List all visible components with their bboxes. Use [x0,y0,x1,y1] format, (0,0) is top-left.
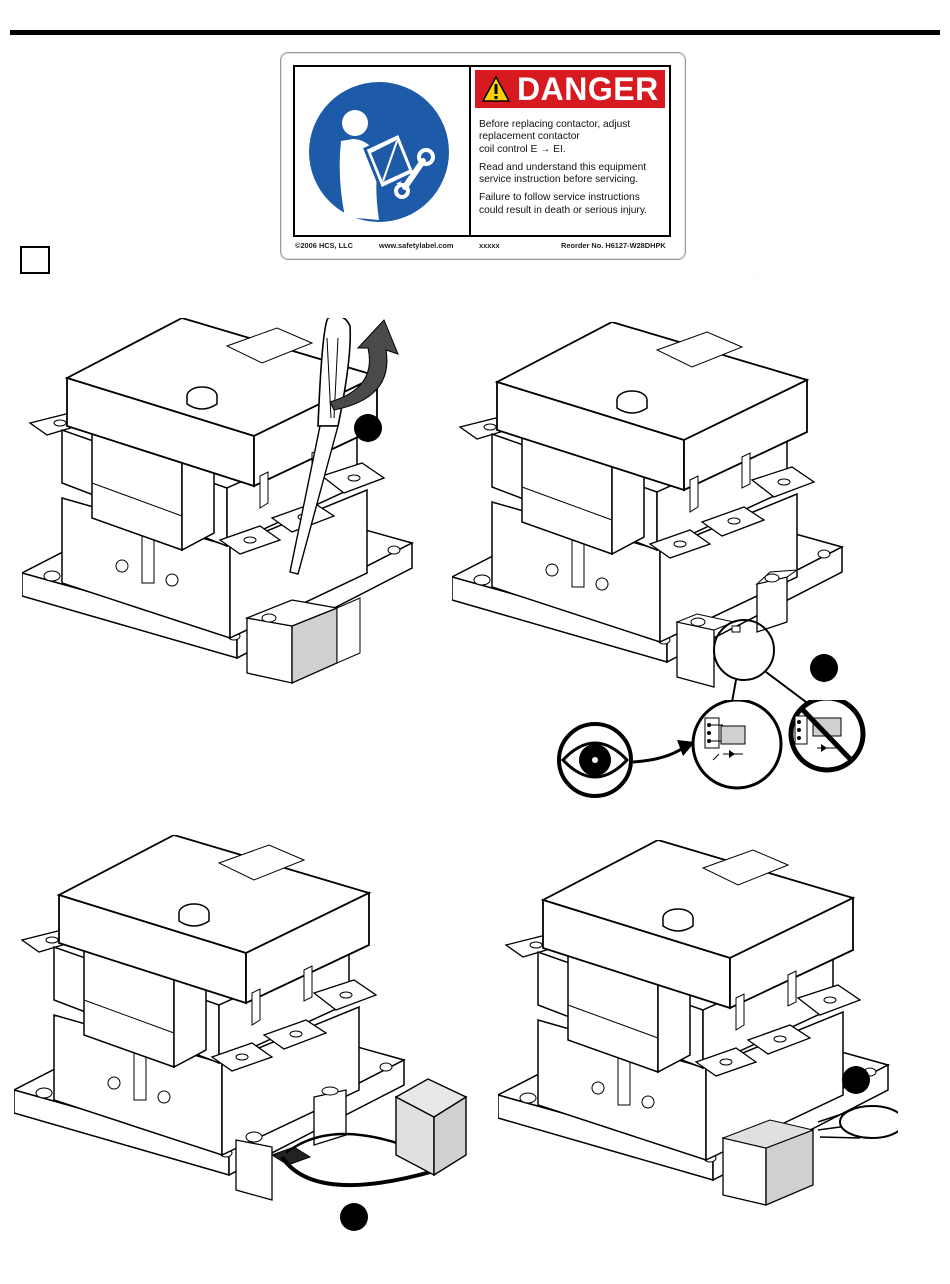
message-line: Failure to follow service instructions [479,192,640,204]
danger-header: DANGER [475,70,665,108]
correct-contact-inset [691,700,783,790]
message-line: coil control E → EI. [479,143,566,155]
label-symbol-panel [295,67,471,235]
message-paragraph-3: Failure to follow service instructions c… [479,192,665,217]
top-rule [10,30,940,35]
label-footer: ©2006 HCS, LLC www.safetylabel.com xxxxx… [293,239,673,253]
inspection-detail [557,700,866,798]
message-line: Read and understand this equipment [479,161,647,173]
step-panel-install-module [498,840,898,1206]
callout-badge [810,654,838,682]
step-panel-inspect-contacts [452,322,843,715]
step-checkbox [20,246,50,274]
callout-badge [354,414,382,442]
warning-triangle-icon [481,75,511,102]
message-paragraph-2: Read and understand this equipment servi… [479,162,665,187]
message-paragraph-1: Before replacing contactor, adjust repla… [479,119,665,156]
message-line: replacement contactor [479,131,580,143]
callout-badge [340,1203,368,1231]
footer-code: xxxxx [479,241,500,250]
eye-icon [557,722,633,798]
footer-reorder: Reorder No. H6127-W28DHPK [561,241,666,250]
label-frame: DANGER Before replacing contactor, adjus… [293,65,671,237]
danger-message: Before replacing contactor, adjust repla… [479,119,665,223]
no-symbol-icon [788,700,866,773]
footer-copyright: ©2006 HCS, LLC [295,241,354,250]
read-manual-icon [309,82,449,222]
signal-word: DANGER [517,70,659,107]
danger-panel: DANGER Before replacing contactor, adjus… [471,67,669,235]
danger-safety-label: DANGER Before replacing contactor, adjus… [280,52,686,260]
step-panel-disconnect-wiring [14,835,468,1201]
step-panel-remove-module [22,318,413,685]
callout-badge [842,1066,870,1094]
lift-arrow-icon [329,319,399,411]
message-line: could result in death or serious injury. [479,204,647,216]
footer-website: www.safetylabel.com [379,241,454,250]
message-line: Before replacing contactor, adjust [479,119,631,130]
scan-mark: . [757,272,759,278]
message-line: service instruction before servicing. [479,174,639,186]
